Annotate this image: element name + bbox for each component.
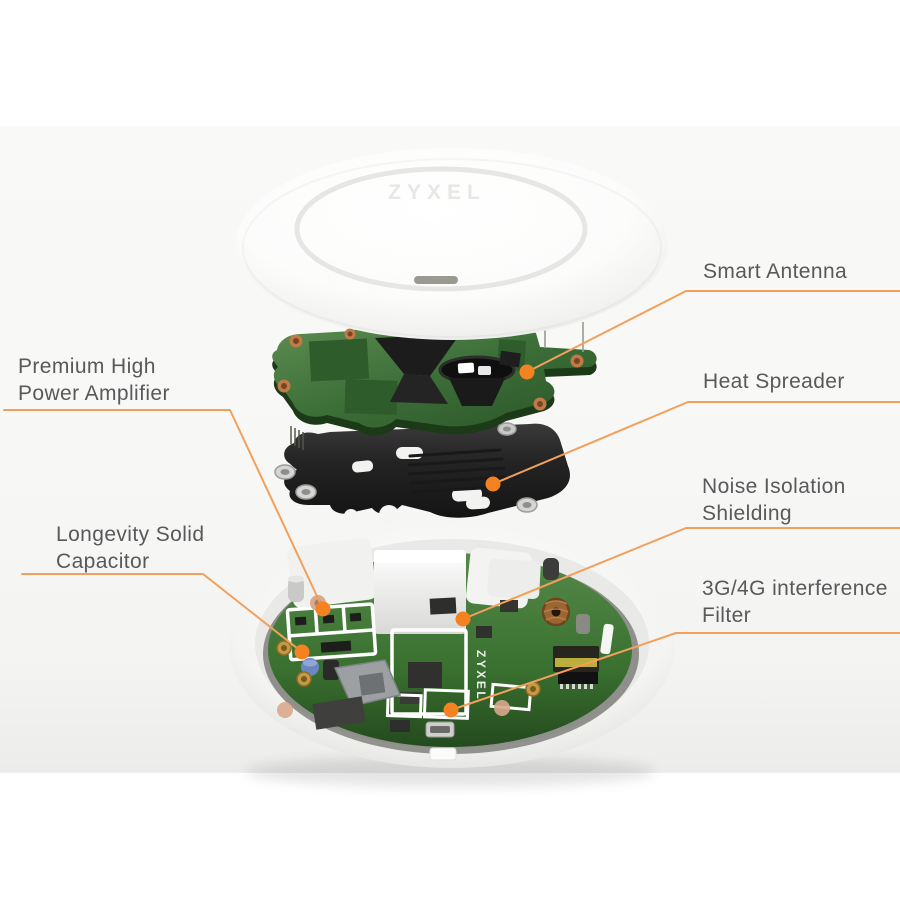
label-longevity-capacitor: Longevity Solid Capacitor	[56, 521, 204, 575]
header-pins	[290, 426, 304, 450]
label-premium-amplifier: Premium High Power Amplifier	[18, 353, 170, 407]
label-line: Heat Spreader	[703, 370, 845, 393]
label-line: 3G/4G interference	[702, 577, 888, 600]
label-heat-spreader: Heat Spreader	[703, 368, 845, 395]
top-cover: ZYXEL	[236, 148, 668, 340]
antenna-board	[272, 303, 597, 450]
port-covers	[287, 538, 541, 634]
label-line: Longevity Solid	[56, 523, 205, 546]
marker-dots	[294, 364, 535, 718]
center-shield-frame	[390, 628, 468, 716]
leader-noise-isolation	[462, 527, 900, 620]
marker-premium-amplifier	[315, 601, 331, 617]
leader-longevity-capacitor	[21, 573, 303, 653]
plate-cutouts	[352, 447, 490, 510]
ground-shadow	[245, 757, 655, 787]
label-smart-antenna: Smart Antenna	[703, 258, 847, 285]
marker-longevity-capacitor	[294, 644, 310, 660]
pcb-components	[276, 558, 614, 761]
label-line: Noise Isolation	[702, 475, 846, 498]
label-line: Smart Antenna	[703, 260, 848, 283]
pcb-silkscreen-brand: ZYXEL	[474, 650, 488, 701]
label-line: Power Amplifier	[18, 382, 170, 405]
bottom-housing-assembly: ZYXEL	[229, 524, 675, 768]
marker-noise-isolation	[455, 611, 471, 627]
plate-notch	[379, 505, 399, 525]
label-line: Shielding	[702, 502, 792, 525]
marker-heat-spreader	[485, 476, 501, 492]
label-line: Filter	[702, 604, 752, 627]
label-interference-filter: 3G/4G interference Filter	[702, 575, 888, 629]
label-noise-isolation: Noise Isolation Shielding	[702, 473, 846, 527]
led-indicator-slot	[414, 276, 458, 284]
marker-smart-antenna	[519, 364, 535, 380]
leader-smart-antenna	[526, 290, 900, 373]
marker-interference-filter	[443, 702, 459, 718]
label-line: Capacitor	[56, 550, 150, 573]
label-line: Premium High	[18, 355, 156, 378]
cover-groove-ring	[294, 166, 588, 292]
board-screw-holes	[277, 328, 584, 411]
antenna-cones	[375, 334, 521, 406]
amplifier-transistors	[294, 612, 362, 653]
heat-spreader-plate	[274, 422, 570, 525]
leader-heat-spreader	[492, 401, 900, 485]
soc-chip	[408, 662, 442, 688]
plate-standoffs	[274, 422, 538, 513]
leader-lines	[3, 290, 900, 711]
brand-logo-embossed: ZYXEL	[388, 181, 486, 204]
leader-interference-filter	[450, 632, 900, 711]
leader-premium-amplifier	[3, 409, 324, 610]
